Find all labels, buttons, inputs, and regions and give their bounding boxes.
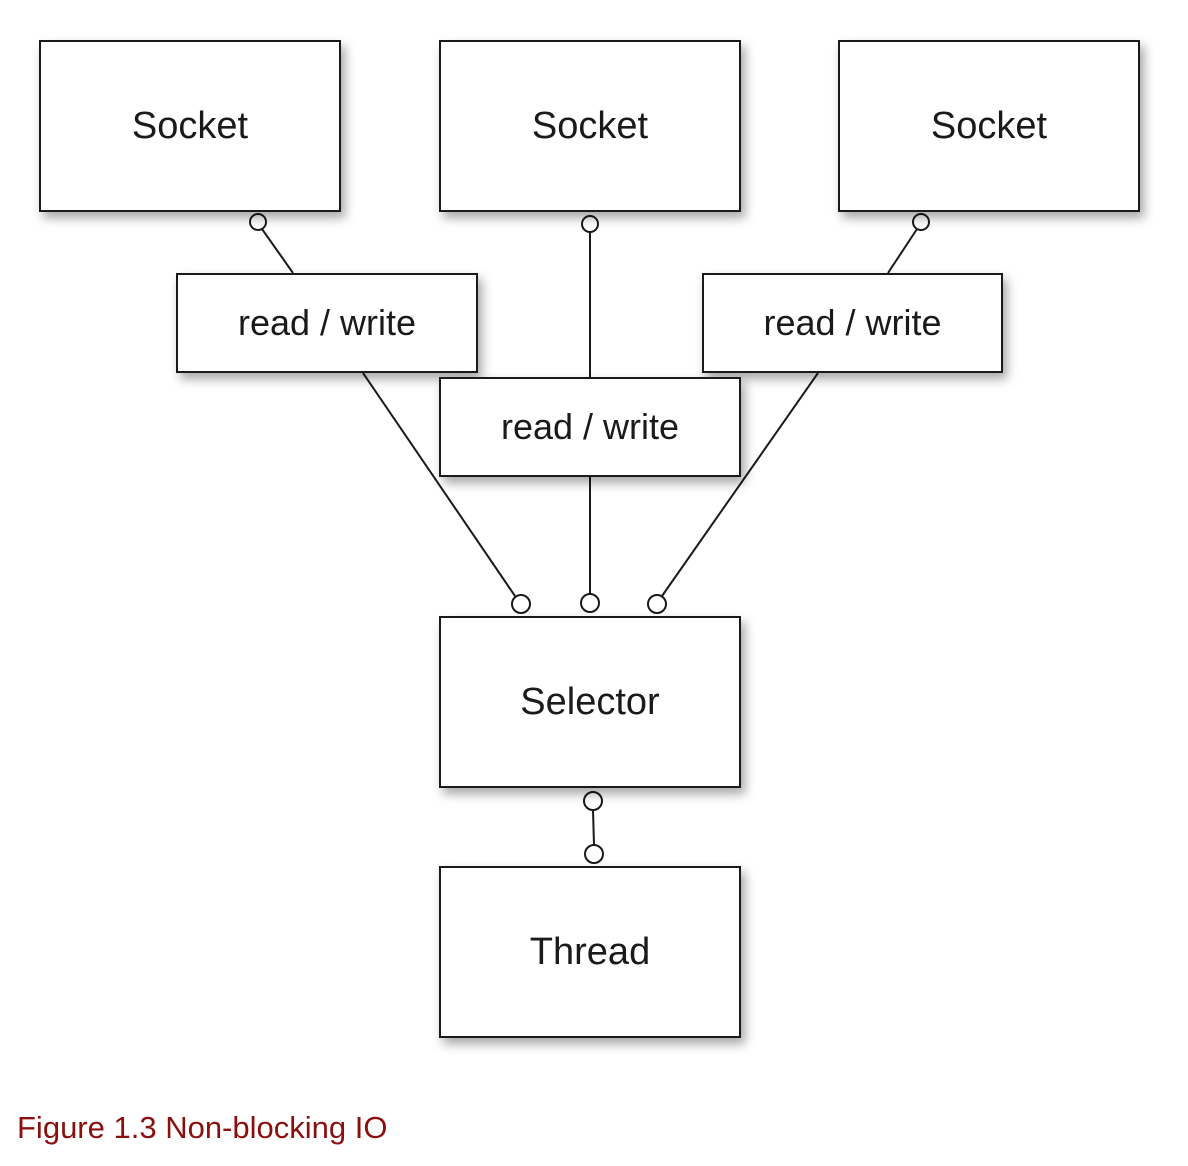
read-write-box-3: read / write <box>702 273 1003 373</box>
port-socket3 <box>912 213 930 231</box>
read-write-label-2: read / write <box>500 406 680 447</box>
thread-label: Thread <box>529 930 651 973</box>
connector-rw3-selector <box>661 372 819 597</box>
port-selector-middle <box>580 593 600 613</box>
port-selector-left <box>511 594 531 614</box>
socket-label-3: Socket <box>930 104 1048 147</box>
connector-selector-thread <box>592 809 595 846</box>
port-socket2 <box>581 215 599 233</box>
port-selector-right <box>647 594 667 614</box>
read-write-box-1: read / write <box>176 273 478 373</box>
socket-box-2: Socket <box>439 40 741 212</box>
port-selector-bottom <box>583 791 603 811</box>
connector-rw1-selector <box>362 372 516 597</box>
read-write-box-2: read / write <box>439 377 741 477</box>
socket-label-2: Socket <box>531 104 649 147</box>
read-write-label-1: read / write <box>237 302 417 343</box>
connector-socket3-rw3 <box>887 228 918 274</box>
thread-box: Thread <box>439 866 741 1038</box>
port-thread-top <box>584 844 604 864</box>
port-socket1 <box>249 213 267 231</box>
selector-box: Selector <box>439 616 741 788</box>
socket-box-1: Socket <box>39 40 341 212</box>
read-write-label-3: read / write <box>763 302 942 343</box>
socket-box-3: Socket <box>838 40 1140 212</box>
selector-label: Selector <box>520 680 660 723</box>
figure-caption: Figure 1.3 Non-blocking IO <box>17 1110 388 1145</box>
socket-label-1: Socket <box>131 104 249 147</box>
connector-socket1-rw1 <box>261 228 294 274</box>
